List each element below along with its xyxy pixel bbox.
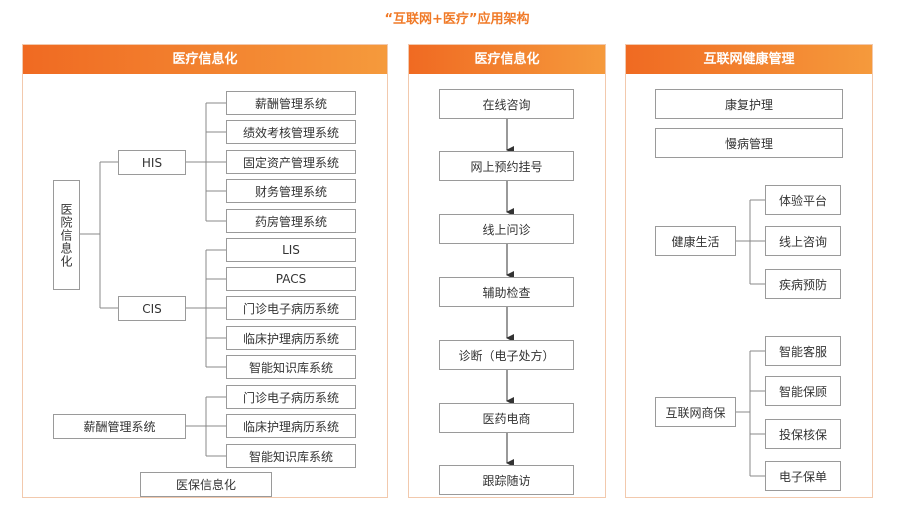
salary-item: 门诊电子病历系统 — [226, 385, 356, 409]
internet-insurance-item: 投保核保 — [765, 419, 841, 449]
hospital-it-root: 医院信息化 — [53, 180, 80, 290]
cis-item: PACS — [226, 267, 356, 291]
internet-insurance-item: 电子保单 — [765, 461, 841, 491]
cis-item: 门诊电子病历系统 — [226, 296, 356, 320]
health-top-item: 慢病管理 — [655, 128, 843, 158]
panel-medical-flow-header: 医疗信息化 — [409, 45, 605, 74]
healthy-living-item: 线上咨询 — [765, 226, 841, 256]
internet-insurance-node: 互联网商保 — [655, 397, 736, 427]
his-item: 财务管理系统 — [226, 179, 356, 203]
panel-hospital-it-header: 医疗信息化 — [23, 45, 387, 74]
flow-step: 医药电商 — [439, 403, 574, 433]
cis-node: CIS — [118, 296, 186, 321]
internet-insurance-item: 智能保顾 — [765, 376, 841, 406]
flow-step: 诊断（电子处方） — [439, 340, 574, 370]
salary-system-node: 薪酬管理系统 — [53, 414, 186, 439]
healthy-living-item: 疾病预防 — [765, 269, 841, 299]
healthy-living-node: 健康生活 — [655, 226, 736, 256]
salary-item: 智能知识库系统 — [226, 444, 356, 468]
his-item: 绩效考核管理系统 — [226, 120, 356, 144]
his-item: 薪酬管理系统 — [226, 91, 356, 115]
flow-step: 网上预约挂号 — [439, 151, 574, 181]
flow-step: 线上问诊 — [439, 214, 574, 244]
health-top-item: 康复护理 — [655, 89, 843, 119]
medical-insurance-it-node: 医保信息化 — [140, 472, 272, 497]
flow-step: 在线咨询 — [439, 89, 574, 119]
panel-health-management-header: 互联网健康管理 — [626, 45, 872, 74]
diagram-title: “互联网+医疗”应用架构 — [384, 12, 530, 27]
his-node: HIS — [118, 150, 186, 175]
his-item: 固定资产管理系统 — [226, 150, 356, 174]
flow-step: 跟踪随访 — [439, 465, 574, 495]
cis-item: 临床护理病历系统 — [226, 326, 356, 350]
healthy-living-item: 体验平台 — [765, 185, 841, 215]
cis-item: 智能知识库系统 — [226, 355, 356, 379]
internet-insurance-item: 智能客服 — [765, 336, 841, 366]
salary-item: 临床护理病历系统 — [226, 414, 356, 438]
flow-step: 辅助检查 — [439, 277, 574, 307]
his-item: 药房管理系统 — [226, 209, 356, 233]
cis-item: LIS — [226, 238, 356, 262]
